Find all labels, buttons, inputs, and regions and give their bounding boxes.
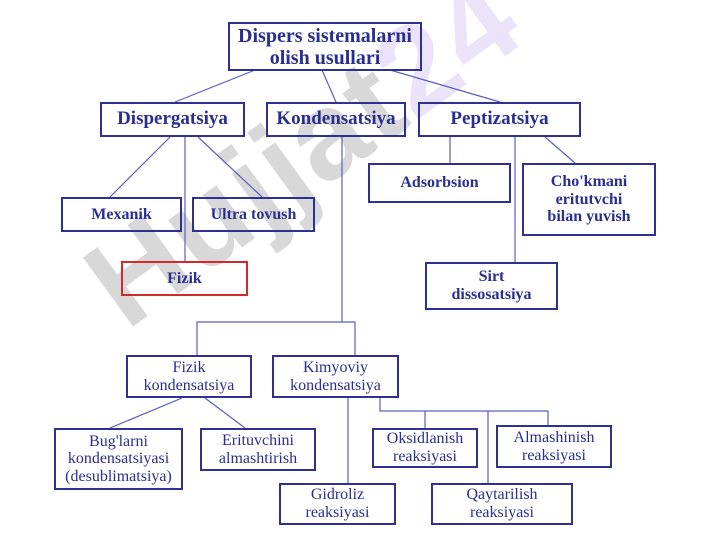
node-mexanik-label: Mexanik: [91, 205, 152, 223]
connector: [174, 69, 256, 103]
node-adsorbsion: Adsorbsion: [368, 163, 511, 203]
node-root-label: Dispers sistemalarni olish usullari: [238, 24, 412, 69]
node-sirt-label: Sirt dissosatsiya: [451, 268, 532, 303]
node-buglarni-label: Bug'larni kondensatsiyasi (desublimatsiy…: [65, 432, 172, 485]
node-oksidlanish: Oksidlanish reaksiyasi: [372, 428, 478, 468]
node-dispergatsiya: Dispergatsiya: [100, 102, 245, 137]
node-root: Dispers sistemalarni olish usullari: [228, 22, 422, 71]
connector: [544, 136, 576, 164]
node-kimyoviy-kondensatsiya: Kimyoviy kondensatsiya: [272, 355, 399, 398]
connector: [379, 398, 549, 425]
node-fizik-label: Fizik: [167, 269, 202, 287]
node-kimyoviy-kondensatsiya-label: Kimyoviy kondensatsiya: [290, 358, 381, 394]
node-qaytarilish-label: Qaytarilish reaksiyasi: [466, 486, 538, 521]
node-chokmani-label: Cho'kmani eritutvchi bilan yuvish: [547, 173, 631, 226]
connector: [321, 69, 337, 103]
node-sirt: Sirt dissosatsiya: [425, 262, 558, 310]
node-adsorbsion-label: Adsorbsion: [400, 174, 479, 192]
node-chokmani: Cho'kmani eritutvchi bilan yuvish: [522, 163, 656, 236]
node-ultra-tovush: Ultra tovush: [192, 197, 315, 232]
node-erituvchini-label: Erituvchini almashtirish: [218, 431, 298, 467]
node-qaytarilish: Qaytarilish reaksiyasi: [431, 483, 573, 525]
node-mexanik: Mexanik: [61, 197, 182, 232]
node-gidroliz-label: Gidroliz reaksiyasi: [305, 486, 370, 521]
node-fizik-kondensatsiya-label: Fizik kondensatsiya: [143, 358, 235, 394]
node-dispergatsiya-label: Dispergatsiya: [117, 108, 228, 130]
node-almashinish: Almashinish reaksiyasi: [496, 425, 612, 468]
connector: [196, 321, 356, 355]
node-fizik-kondensatsiya: Fizik kondensatsiya: [126, 355, 252, 398]
connector: [197, 136, 263, 198]
node-peptizatsiya-label: Peptizatsiya: [450, 108, 549, 130]
connector: [204, 397, 246, 429]
node-fizik: Fizik: [121, 261, 248, 296]
connector: [389, 69, 501, 103]
node-oksidlanish-label: Oksidlanish reaksiyasi: [386, 430, 464, 465]
node-almashinish-label: Almashinish reaksiyasi: [513, 428, 595, 464]
connector: [109, 136, 171, 198]
node-peptizatsiya: Peptizatsiya: [418, 102, 581, 137]
node-erituvchini: Erituvchini almashtirish: [200, 428, 316, 471]
connector: [109, 397, 183, 429]
node-kondensatsiya: Kondensatsiya: [266, 102, 406, 137]
node-kondensatsiya-label: Kondensatsiya: [276, 108, 396, 130]
node-buglarni: Bug'larni kondensatsiyasi (desublimatsiy…: [54, 428, 183, 490]
node-ultra-tovush-label: Ultra tovush: [210, 205, 297, 223]
node-gidroliz: Gidroliz reaksiyasi: [279, 483, 396, 525]
